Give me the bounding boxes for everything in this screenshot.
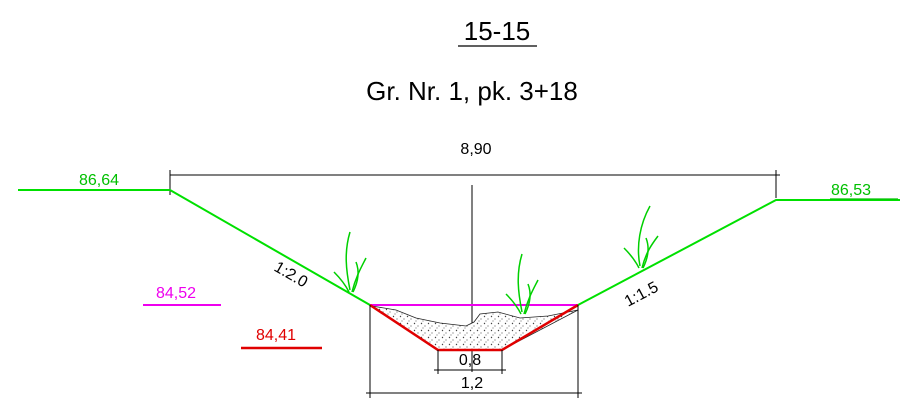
- left-ground-elevation: 86,64: [79, 172, 119, 189]
- right-ground-elevation: 86,53: [831, 182, 871, 199]
- channel-bottom-profile: [369, 303, 579, 352]
- top-width-label: 8,90: [460, 141, 491, 158]
- grass-icon-right: [623, 205, 659, 269]
- section-subtitle: Gr. Nr. 1, pk. 3+18: [366, 76, 578, 106]
- grass-icon-left: [333, 231, 367, 293]
- bottom-level-elevation: 84,41: [256, 327, 296, 344]
- water-level-elevation: 84,52: [156, 285, 196, 302]
- left-slope-label: 1:2.0: [271, 259, 310, 292]
- right-ground-line: [577, 199, 900, 306]
- inner-width-label: 0,8: [459, 352, 481, 369]
- grass-icon-center: [505, 253, 539, 315]
- right-slope-label: 1:1.5: [622, 279, 661, 311]
- outer-width-label: 1,2: [461, 375, 483, 392]
- section-title: 15-15: [464, 16, 531, 46]
- left-ground-line: [18, 189, 371, 306]
